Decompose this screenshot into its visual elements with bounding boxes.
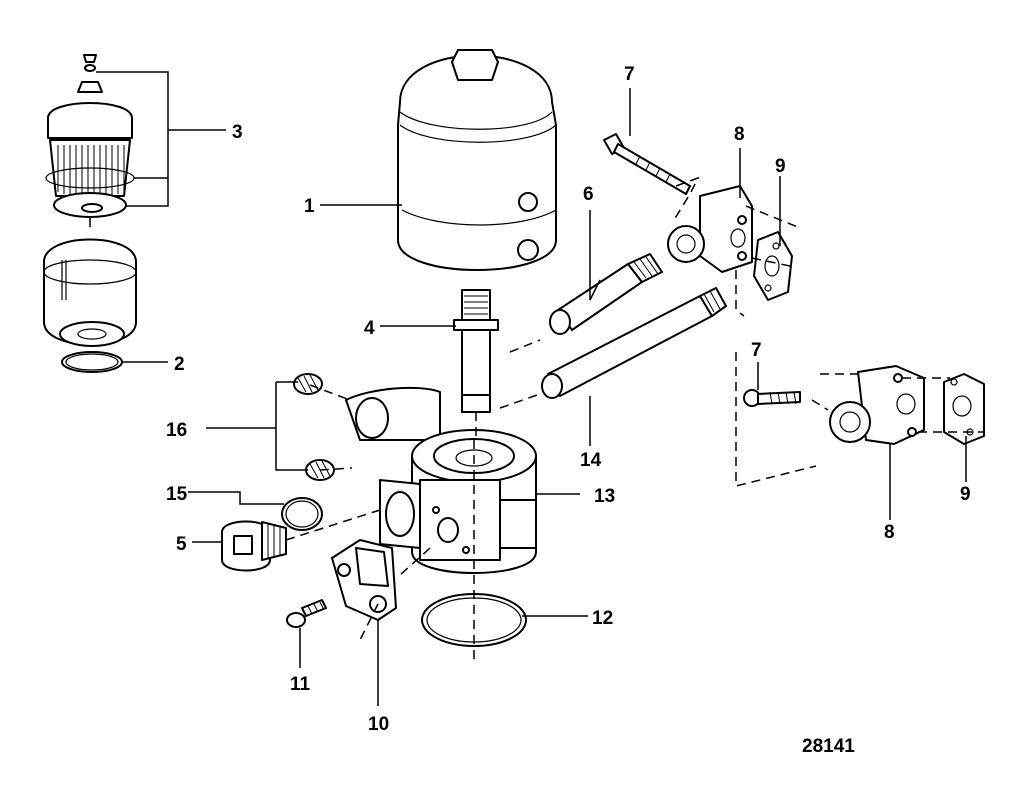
assembly-lines xyxy=(89,176,984,660)
callout-12: 12 xyxy=(592,608,613,629)
elbow-fitting-upper xyxy=(667,185,753,273)
callout-2: 2 xyxy=(174,354,185,375)
callout-7-lower: 7 xyxy=(751,340,762,361)
leader-lines xyxy=(96,71,967,706)
drain-plug xyxy=(221,520,287,572)
filter-housing xyxy=(397,49,557,271)
callout-14: 14 xyxy=(580,450,602,471)
gasket-upper xyxy=(753,231,793,301)
plug-o-ring xyxy=(281,497,323,531)
callout-10: 10 xyxy=(368,714,389,735)
callout-8-upper: 8 xyxy=(734,124,745,145)
callout-5: 5 xyxy=(176,534,187,555)
callout-16: 16 xyxy=(166,420,187,441)
bolt-lower xyxy=(743,389,801,407)
callout-7-upper: 7 xyxy=(624,64,635,85)
cap-o-ring xyxy=(61,351,123,373)
sensor-bolt xyxy=(286,599,327,628)
callout-11: 11 xyxy=(290,674,311,695)
callout-15: 15 xyxy=(166,484,188,505)
gasket-lower xyxy=(943,373,985,445)
plug-upper xyxy=(293,373,323,395)
callout-8-lower: 8 xyxy=(884,522,895,543)
filter-element xyxy=(45,54,135,218)
callout-1: 1 xyxy=(304,196,315,217)
callout-13: 13 xyxy=(594,486,615,507)
callout-9-lower: 9 xyxy=(960,484,971,505)
callout-6: 6 xyxy=(583,184,594,205)
callout-3: 3 xyxy=(232,122,243,143)
lower-hose-fitting xyxy=(541,287,727,399)
callout-4: 4 xyxy=(364,318,375,339)
filter-cap xyxy=(43,238,137,347)
callout-9-upper: 9 xyxy=(775,156,786,177)
center-tube xyxy=(453,289,499,413)
oil-pressure-sensor xyxy=(331,539,397,621)
elbow-fitting-lower xyxy=(829,365,925,445)
reference-number: 28141 xyxy=(802,736,855,757)
callout-numbers: 1 2 3 4 5 6 7 7 8 8 9 9 10 11 12 13 14 1… xyxy=(166,64,971,735)
bolt-upper xyxy=(603,133,691,195)
upper-hose-fitting xyxy=(549,253,663,335)
